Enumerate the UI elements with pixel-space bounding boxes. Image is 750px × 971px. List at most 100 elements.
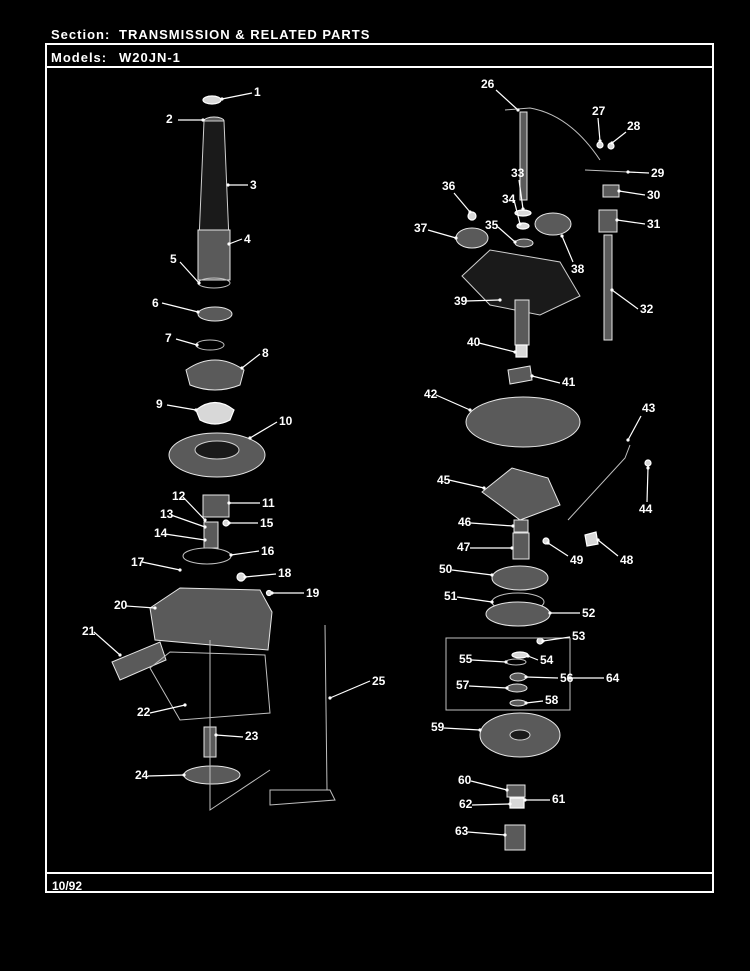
callout-label-17: 17 xyxy=(131,555,145,569)
callout-leader-30 xyxy=(618,190,646,196)
part-26-drawing xyxy=(504,107,601,161)
callout-leader-14 xyxy=(164,533,206,541)
callout-label-16: 16 xyxy=(261,544,275,558)
part-25-drawing xyxy=(269,624,336,806)
part-1-drawing xyxy=(202,95,222,105)
callout-label-10: 10 xyxy=(279,414,293,428)
callout-label-30: 30 xyxy=(647,188,661,202)
models-label: Models: xyxy=(51,50,108,65)
callout-arrowhead-21 xyxy=(118,653,122,657)
callout-arrowhead-43 xyxy=(626,438,630,442)
callout-label-22: 22 xyxy=(137,705,151,719)
callout-leader-55 xyxy=(471,659,507,663)
part-54-drawing xyxy=(511,651,529,659)
part-27-drawing xyxy=(596,141,604,149)
callout-leader-7 xyxy=(175,338,198,346)
callout-arrowhead-56 xyxy=(524,675,528,679)
part-7-drawing xyxy=(195,339,225,351)
callout-arrowhead-13 xyxy=(203,525,207,529)
callout-label-38: 38 xyxy=(571,262,585,276)
part-47-drawing xyxy=(512,532,530,560)
callout-leader-43 xyxy=(627,415,642,441)
callout-leader-28 xyxy=(611,131,627,144)
callout-leader-32 xyxy=(611,289,639,310)
callout-label-57: 57 xyxy=(456,678,470,692)
callout-label-47: 47 xyxy=(457,540,471,554)
callout-leader-54 xyxy=(527,655,539,661)
callout-leader-25 xyxy=(329,680,371,699)
models-rule xyxy=(45,66,714,68)
part-42-drawing xyxy=(465,396,581,448)
callout-arrowhead-34 xyxy=(518,222,522,226)
callout-arrowhead-61 xyxy=(523,798,527,802)
callout-leader-60 xyxy=(470,780,508,791)
callout-arrowhead-38 xyxy=(560,234,564,238)
callout-leader-39 xyxy=(465,299,501,302)
callout-leader-58 xyxy=(525,700,544,704)
part-60-drawing xyxy=(506,784,526,798)
callout-label-61: 61 xyxy=(552,792,566,806)
callout-label-60: 60 xyxy=(458,773,472,787)
part-21-drawing xyxy=(111,641,167,681)
callout-leader-53 xyxy=(542,636,571,642)
part-3-drawing xyxy=(198,120,230,241)
callout-leader-21 xyxy=(93,631,121,656)
callout-leader-8 xyxy=(241,353,261,369)
callout-label-48: 48 xyxy=(620,553,634,567)
callout-label-46: 46 xyxy=(458,515,472,529)
part-39-stem xyxy=(514,299,530,346)
callout-label-53: 53 xyxy=(572,629,586,643)
callout-label-37: 37 xyxy=(414,221,428,235)
callout-label-49: 49 xyxy=(570,553,584,567)
callout-arrowhead-59 xyxy=(478,728,482,732)
callout-arrowhead-52 xyxy=(548,611,552,615)
callout-leader-18 xyxy=(244,573,277,578)
callout-label-34: 34 xyxy=(502,192,516,206)
callout-label-44: 44 xyxy=(639,502,653,516)
callout-leader-12 xyxy=(182,496,206,521)
callout-label-26: 26 xyxy=(481,77,495,91)
callout-leader-40 xyxy=(478,342,516,353)
callout-label-35: 35 xyxy=(485,218,499,232)
callout-leader-20 xyxy=(125,605,156,609)
callout-label-23: 23 xyxy=(245,729,259,743)
callout-arrowhead-41 xyxy=(530,374,534,378)
callout-label-43: 43 xyxy=(642,401,656,415)
part-9-drawing xyxy=(195,401,235,425)
callout-label-21: 21 xyxy=(82,624,96,638)
callout-leader-35 xyxy=(497,226,516,243)
callout-label-59: 59 xyxy=(431,720,445,734)
part-drawings xyxy=(111,95,652,851)
callout-arrowhead-47 xyxy=(510,546,514,550)
callout-leader-27 xyxy=(597,117,601,142)
callout-arrowhead-12 xyxy=(203,518,207,522)
callout-arrowhead-27 xyxy=(598,139,602,143)
part-61-62-drawing xyxy=(509,797,525,809)
callout-arrowhead-45 xyxy=(482,486,486,490)
callout-arrowhead-35 xyxy=(513,240,517,244)
callout-label-32: 32 xyxy=(640,302,654,316)
models-header: Models:W20JN-1 xyxy=(51,50,181,65)
part-31-drawing xyxy=(598,209,618,233)
callout-arrowhead-48 xyxy=(596,538,600,542)
part-48-drawing xyxy=(584,531,599,547)
part-35-drawing xyxy=(514,238,534,248)
callout-arrowhead-24 xyxy=(182,773,186,777)
callout-arrowhead-37 xyxy=(454,236,458,240)
callout-arrowhead-9 xyxy=(194,408,198,412)
part-4-drawing xyxy=(197,229,231,281)
callout-label-24: 24 xyxy=(135,768,149,782)
callout-leader-9 xyxy=(166,404,197,411)
callout-arrowhead-28 xyxy=(610,141,614,145)
part-11-drawing xyxy=(202,494,230,518)
callout-leader-34 xyxy=(513,199,521,225)
callout-leader-56 xyxy=(525,676,559,679)
section-header: Section:TRANSMISSION & RELATED PARTS xyxy=(51,27,370,42)
callout-leader-42 xyxy=(435,394,471,411)
callout-label-3: 3 xyxy=(250,178,257,192)
callout-leader-33 xyxy=(518,179,524,210)
part-36-drawing xyxy=(467,211,477,221)
part-26-shaft xyxy=(519,111,528,201)
callout-label-39: 39 xyxy=(454,294,468,308)
callout-label-54: 54 xyxy=(540,653,554,667)
